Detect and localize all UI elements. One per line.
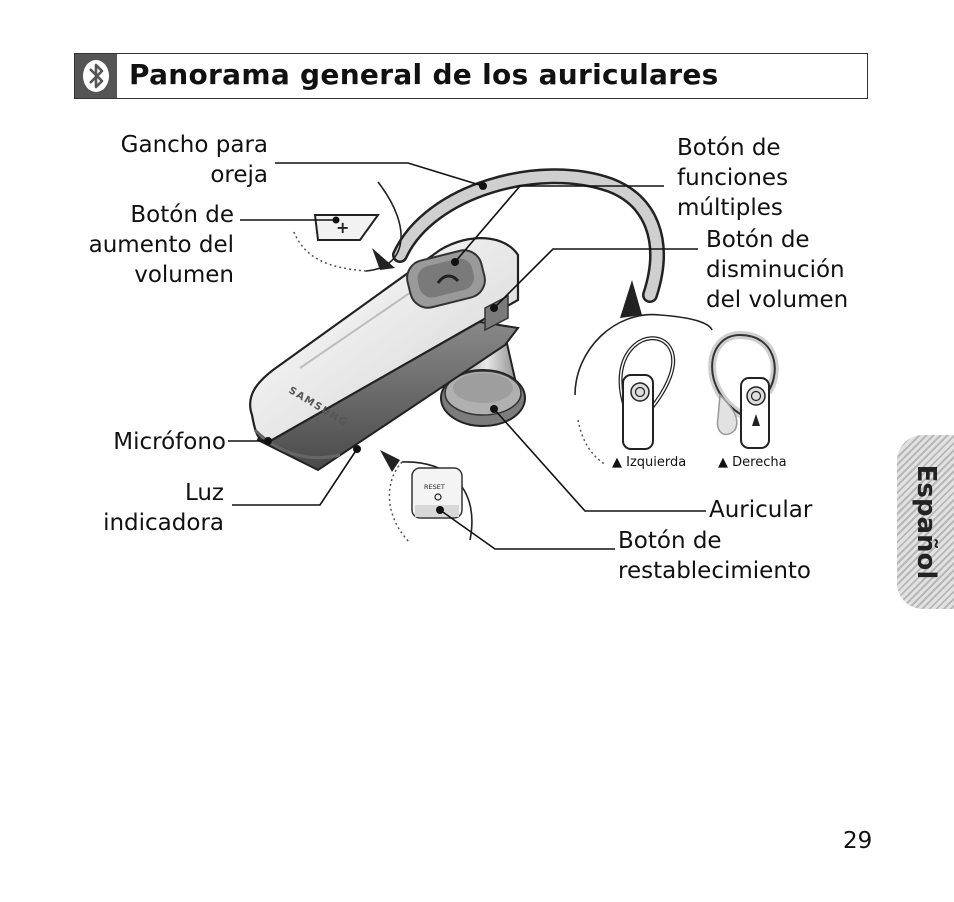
multifunction-button	[406, 249, 486, 309]
ear-hook	[392, 168, 665, 303]
page-number: 29	[843, 828, 873, 854]
language-tab-label: Español	[910, 464, 941, 580]
phone-icon	[436, 274, 460, 284]
volume-down-key	[484, 294, 509, 332]
reset-text: RESET	[424, 483, 445, 491]
label-auricular: Auricular	[709, 497, 813, 523]
language-tab: Español	[897, 435, 954, 609]
bluetooth-icon	[75, 54, 117, 98]
volume-up-inset: +	[292, 181, 402, 272]
earpiece	[440, 333, 526, 427]
plus-icon: +	[336, 218, 349, 237]
wear-inset	[574, 280, 779, 466]
page-title: Panorama general de los auriculares	[129, 58, 719, 91]
reset-inset: RESET	[380, 450, 473, 544]
section-header: Panorama general de los auriculares	[74, 53, 868, 99]
leader-lines	[228, 162, 706, 550]
wear-left-label: ▲ Izquierda	[612, 455, 687, 470]
leader-dots	[264, 182, 498, 514]
wear-right-label: ▲ Derecha	[718, 455, 787, 470]
label-microfono: Micrófono	[113, 429, 226, 455]
